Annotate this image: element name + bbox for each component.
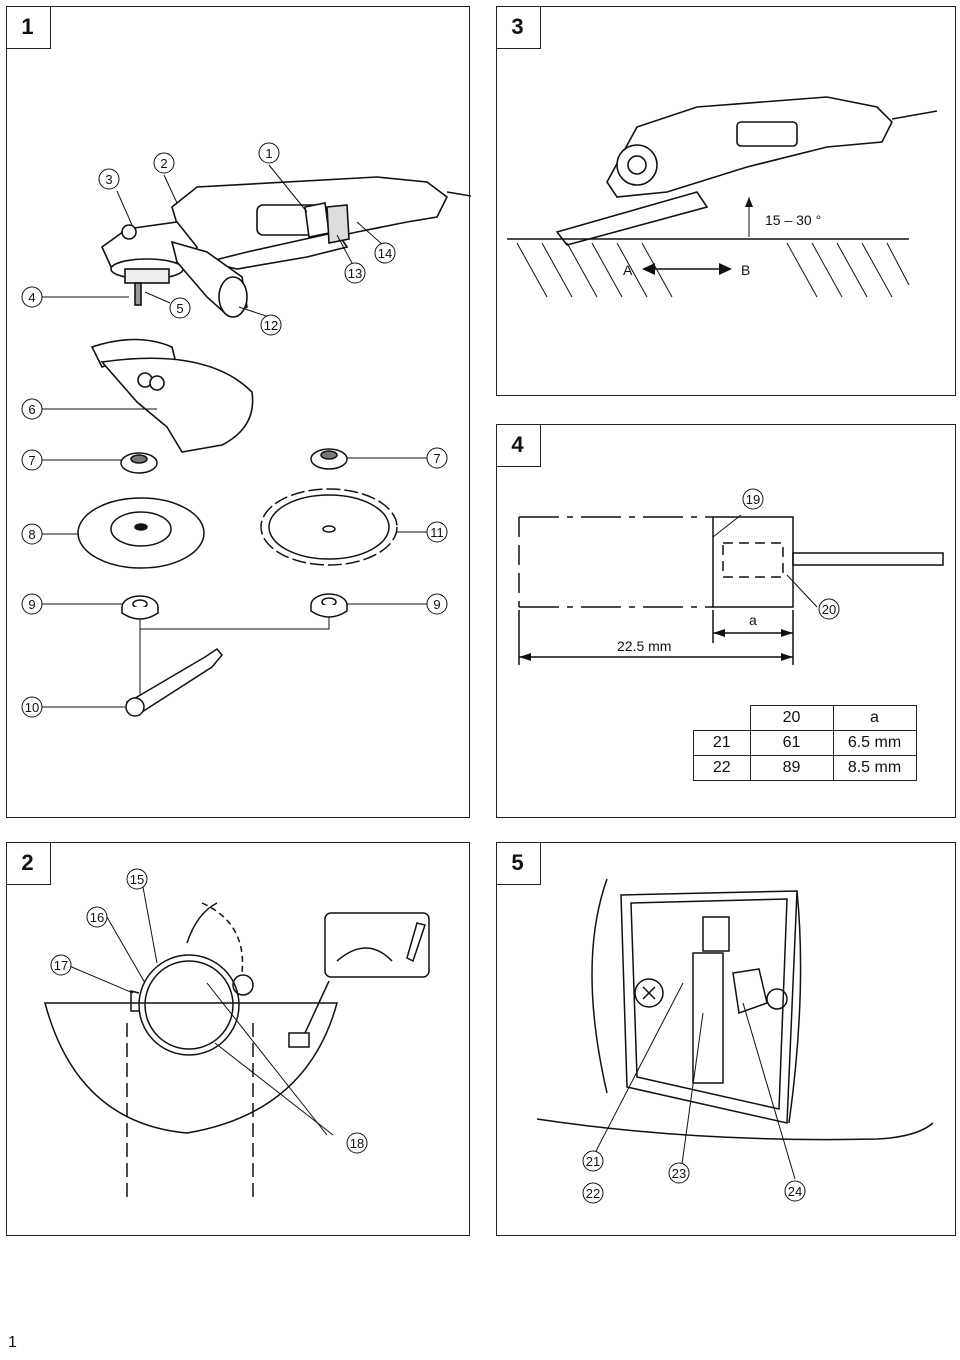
row-value: 61 bbox=[749, 730, 834, 756]
direction-a-label: A bbox=[623, 262, 633, 278]
figure-5-number: 5 bbox=[495, 841, 541, 885]
callout-19: 19 bbox=[742, 488, 764, 510]
guard-adjustment-diagram: 15 16 17 18 bbox=[44, 868, 430, 1203]
callout-16: 16 bbox=[86, 906, 108, 928]
figure-1-panel: 1 bbox=[5, 5, 471, 818]
diamond-wheel bbox=[260, 488, 398, 566]
callout-22: 22 bbox=[582, 1182, 604, 1204]
svg-text:7: 7 bbox=[28, 453, 35, 468]
brush-length-diagram: 19 20 a 22.5 mm bbox=[518, 488, 944, 665]
figure-1-number: 1 bbox=[5, 5, 51, 49]
figure-5-panel: 5 21 22 23 24 bbox=[495, 841, 956, 1236]
inner-flange-right bbox=[310, 448, 348, 470]
table-header-row: 20 a bbox=[694, 705, 917, 731]
angle-grinder-exploded-view: 1 2 3 4 5 12 13 14 6 7 7 8 11 9 9 10 bbox=[21, 142, 471, 718]
table-header-a: a bbox=[832, 705, 917, 731]
outer-flange-left bbox=[121, 595, 159, 620]
svg-text:21: 21 bbox=[586, 1154, 600, 1169]
figure-4-panel: 4 19 20 a 22.5 mm 20 a 21 6 bbox=[495, 423, 956, 818]
table-row: 21 61 6.5 mm bbox=[693, 730, 917, 756]
svg-text:23: 23 bbox=[672, 1166, 686, 1181]
row-value: 89 bbox=[749, 755, 834, 781]
flange-wrench bbox=[125, 648, 223, 717]
callout-20: 20 bbox=[818, 598, 840, 620]
svg-text:16: 16 bbox=[90, 910, 104, 925]
table-header-20: 20 bbox=[749, 705, 834, 731]
callout-8: 8 bbox=[21, 523, 43, 545]
direction-b-label: B bbox=[741, 262, 750, 278]
callout-12: 12 bbox=[260, 314, 282, 336]
outer-flange-right bbox=[310, 593, 348, 618]
carbon-brush-diagram: 21 22 23 24 bbox=[536, 878, 934, 1204]
svg-text:14: 14 bbox=[378, 246, 392, 261]
svg-text:18: 18 bbox=[350, 1136, 364, 1151]
svg-text:13: 13 bbox=[348, 266, 362, 281]
svg-text:15: 15 bbox=[130, 872, 144, 887]
figure-2-panel: 2 15 16 17 18 bbox=[5, 841, 470, 1236]
svg-text:3: 3 bbox=[105, 172, 112, 187]
table-header-blank bbox=[694, 706, 751, 731]
callout-5: 5 bbox=[169, 297, 191, 319]
callout-21: 21 bbox=[582, 1150, 604, 1172]
grinding-angle-diagram: 15 – 30 ° A B bbox=[507, 96, 938, 298]
svg-text:9: 9 bbox=[28, 597, 35, 612]
callout-6: 6 bbox=[21, 398, 43, 420]
callout-17: 17 bbox=[50, 954, 72, 976]
table-row: 22 89 8.5 mm bbox=[693, 755, 917, 781]
callout-14: 14 bbox=[374, 242, 396, 264]
callout-13: 13 bbox=[344, 262, 366, 284]
figure-4-number: 4 bbox=[495, 423, 541, 467]
callout-2: 2 bbox=[153, 152, 175, 174]
row-label: 22 bbox=[693, 755, 751, 781]
svg-text:7: 7 bbox=[433, 451, 440, 466]
svg-text:1: 1 bbox=[265, 146, 272, 161]
callout-1: 1 bbox=[258, 142, 280, 164]
figure-2-number: 2 bbox=[5, 841, 51, 885]
angle-label: 15 – 30 ° bbox=[765, 212, 821, 228]
row-a: 6.5 mm bbox=[832, 730, 917, 756]
inner-flange-left bbox=[120, 452, 158, 474]
callout-10: 10 bbox=[21, 696, 43, 718]
page-number: 1 bbox=[8, 1334, 17, 1351]
dim-a-label: a bbox=[749, 612, 757, 628]
callout-7-left: 7 bbox=[21, 449, 43, 471]
svg-text:22: 22 bbox=[586, 1186, 600, 1201]
figure-3-number: 3 bbox=[495, 5, 541, 49]
svg-text:17: 17 bbox=[54, 958, 68, 973]
svg-text:12: 12 bbox=[264, 318, 278, 333]
dim-total-label: 22.5 mm bbox=[617, 638, 671, 654]
grinding-wheel bbox=[77, 497, 205, 569]
svg-text:8: 8 bbox=[28, 527, 35, 542]
callout-9-right: 9 bbox=[426, 593, 448, 615]
svg-text:4: 4 bbox=[28, 290, 35, 305]
svg-text:19: 19 bbox=[746, 492, 760, 507]
callout-9-left: 9 bbox=[21, 593, 43, 615]
callout-3: 3 bbox=[98, 168, 120, 190]
wheel-guard bbox=[90, 338, 254, 453]
ground-hatching bbox=[516, 242, 910, 298]
callout-4: 4 bbox=[21, 286, 43, 308]
callout-7-right: 7 bbox=[426, 447, 448, 469]
svg-text:10: 10 bbox=[25, 700, 39, 715]
grinder-illustration bbox=[101, 176, 471, 318]
svg-text:5: 5 bbox=[176, 301, 183, 316]
svg-text:2: 2 bbox=[160, 156, 167, 171]
svg-text:20: 20 bbox=[822, 602, 836, 617]
figure-3-panel: 3 15 – 30 ° A B bbox=[495, 5, 956, 396]
svg-text:24: 24 bbox=[788, 1184, 802, 1199]
callout-18: 18 bbox=[346, 1132, 368, 1154]
grinder-tilted bbox=[555, 96, 938, 246]
row-label: 21 bbox=[693, 730, 751, 756]
callout-11: 11 bbox=[426, 521, 448, 543]
svg-text:9: 9 bbox=[433, 597, 440, 612]
callout-15: 15 bbox=[126, 868, 148, 890]
svg-text:6: 6 bbox=[28, 402, 35, 417]
callout-24: 24 bbox=[784, 1180, 806, 1202]
callout-23: 23 bbox=[668, 1162, 690, 1184]
svg-text:11: 11 bbox=[430, 525, 444, 540]
row-a: 8.5 mm bbox=[832, 755, 917, 781]
brush-spec-table: 20 a 21 61 6.5 mm 22 89 8.5 mm bbox=[693, 705, 917, 781]
